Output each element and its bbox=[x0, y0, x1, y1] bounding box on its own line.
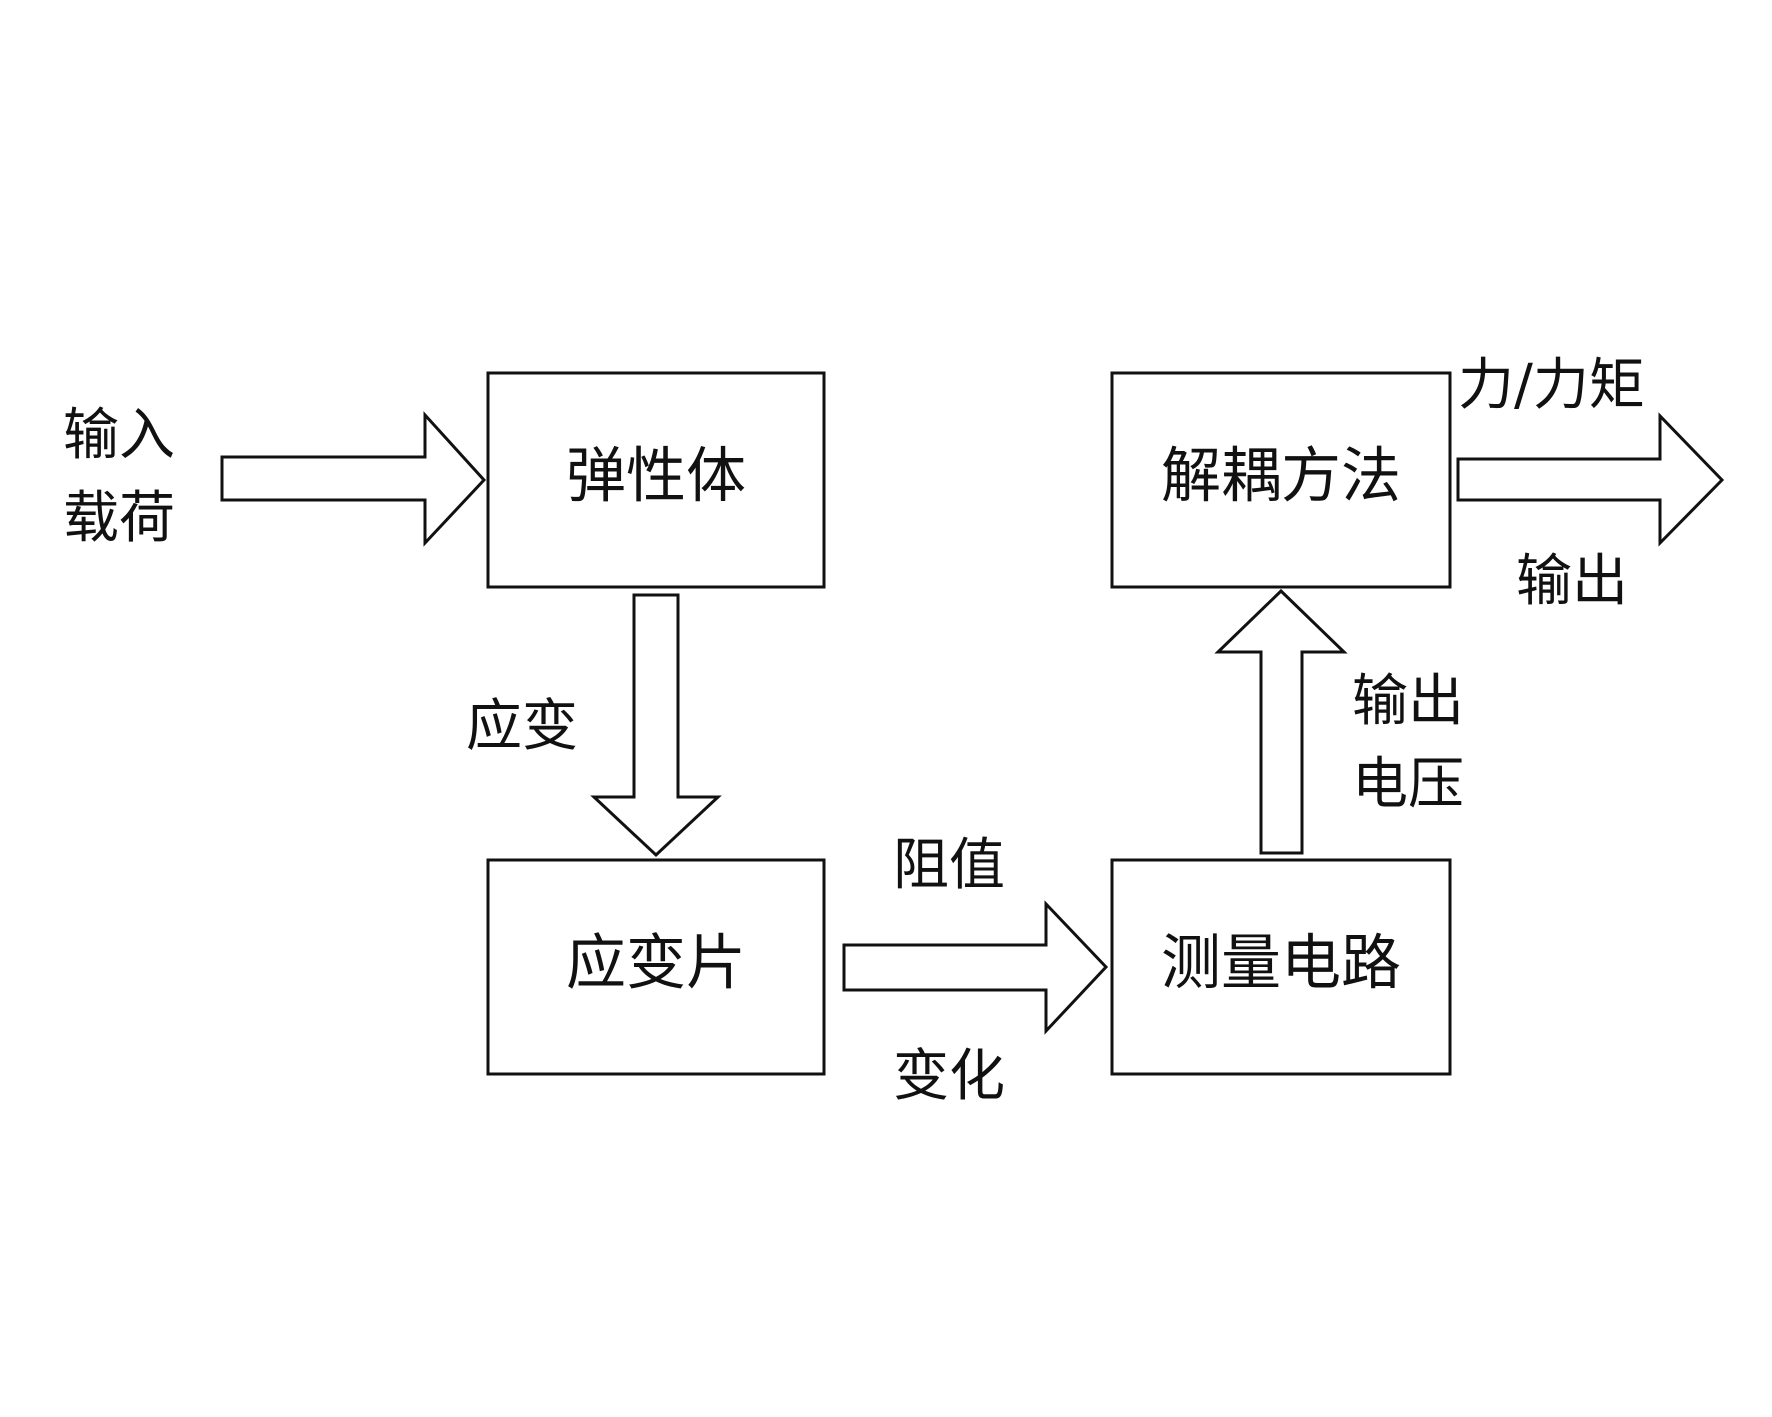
arrow-decoupling-output bbox=[1456, 412, 1725, 547]
box-measurement-circuit: 测量电路 bbox=[1110, 858, 1452, 1076]
label-resistance-line2: 变化 bbox=[893, 1044, 1005, 1109]
box-measurement-circuit-label: 测量电路 bbox=[1161, 929, 1401, 999]
arrow-input-to-elastic-body bbox=[220, 411, 487, 547]
box-elastic-body: 弹性体 bbox=[486, 371, 826, 589]
box-decoupling-method: 解耦方法 bbox=[1110, 371, 1452, 589]
label-force-torque: 力/力矩 bbox=[1458, 353, 1645, 418]
label-input-load-line1: 输入 bbox=[63, 403, 175, 468]
label-strain: 应变 bbox=[466, 694, 578, 759]
box-elastic-body-label: 弹性体 bbox=[566, 442, 746, 512]
label-output-voltage-line1: 输出 bbox=[1352, 669, 1464, 734]
arrow-elastic-body-to-strain-gauge bbox=[590, 593, 722, 858]
label-input-load-line2: 载荷 bbox=[63, 486, 175, 551]
box-strain-gauge-label: 应变片 bbox=[566, 929, 746, 999]
label-output: 输出 bbox=[1516, 549, 1628, 614]
arrow-strain-gauge-to-measurement-circuit bbox=[842, 900, 1109, 1035]
box-strain-gauge: 应变片 bbox=[486, 858, 826, 1076]
box-decoupling-method-label: 解耦方法 bbox=[1161, 442, 1401, 512]
label-resistance-line1: 阻值 bbox=[893, 833, 1005, 898]
label-output-voltage-line2: 电压 bbox=[1352, 752, 1464, 817]
arrow-measurement-circuit-to-decoupling bbox=[1214, 588, 1348, 855]
